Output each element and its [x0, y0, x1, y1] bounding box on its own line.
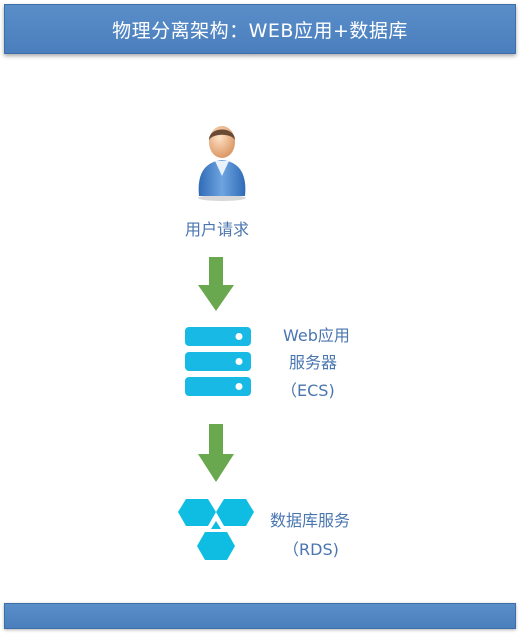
- title-bar: 物理分离架构：WEB应用+数据库: [4, 4, 516, 54]
- database-icon: [178, 499, 254, 560]
- footer-bar: [4, 603, 516, 629]
- server-icon: [185, 327, 251, 396]
- web-server-label-line3: （ECS): [281, 381, 335, 400]
- arrow-down-icon: [198, 424, 234, 482]
- arrow-down-icon: [198, 257, 234, 311]
- user-request-label: 用户请求: [185, 220, 250, 239]
- user-icon: [198, 126, 246, 201]
- web-server-label-line1: Web应用: [283, 326, 350, 345]
- database-service-label-line2: （RDS): [283, 540, 339, 559]
- database-service-label-line1: 数据库服务: [270, 511, 351, 530]
- web-server-label-line2: 服务器: [289, 353, 338, 372]
- page-title: 物理分离架构：WEB应用+数据库: [112, 19, 408, 42]
